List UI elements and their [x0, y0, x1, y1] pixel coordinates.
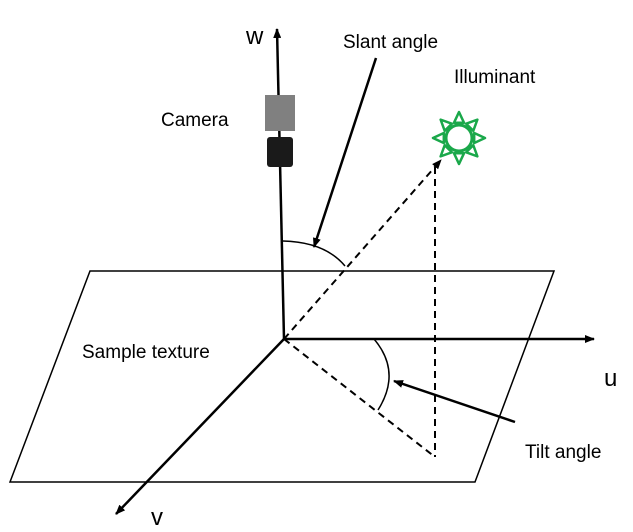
sun-ray — [452, 151, 466, 166]
tilt-projection-line — [283, 338, 436, 458]
w-axis-label: w — [245, 23, 264, 50]
camera-body — [267, 137, 293, 167]
camera-icon — [265, 95, 295, 167]
v-axis-label: v — [151, 504, 163, 531]
slant-angle-label: Slant angle — [343, 32, 438, 53]
camera-lens-top — [265, 95, 295, 131]
sun-disc — [444, 123, 474, 153]
sun-ray — [439, 118, 454, 133]
camera-label: Camera — [161, 110, 229, 131]
illumination-direction-line — [283, 159, 442, 340]
slant-angle-pointer — [312, 57, 378, 248]
u-axis-label: u — [604, 365, 617, 392]
v-axis — [115, 338, 285, 515]
sun-rays — [431, 110, 487, 166]
sun-icon — [431, 110, 487, 166]
sample-texture-label: Sample texture — [82, 342, 210, 363]
w-axis — [273, 28, 286, 340]
illuminant-label: Illuminant — [454, 67, 536, 88]
sun-ray — [431, 131, 446, 145]
tilt-angle-label: Tilt angle — [525, 442, 601, 463]
sun-ray — [452, 110, 466, 125]
tilt-angle-pointer — [393, 379, 516, 424]
sun-ray — [439, 143, 454, 158]
sun-ray — [464, 143, 479, 158]
tilt-angle-arc — [373, 338, 390, 411]
sample-texture-plane — [8, 270, 556, 483]
sun-ray — [472, 131, 487, 145]
sun-ray — [464, 118, 479, 133]
